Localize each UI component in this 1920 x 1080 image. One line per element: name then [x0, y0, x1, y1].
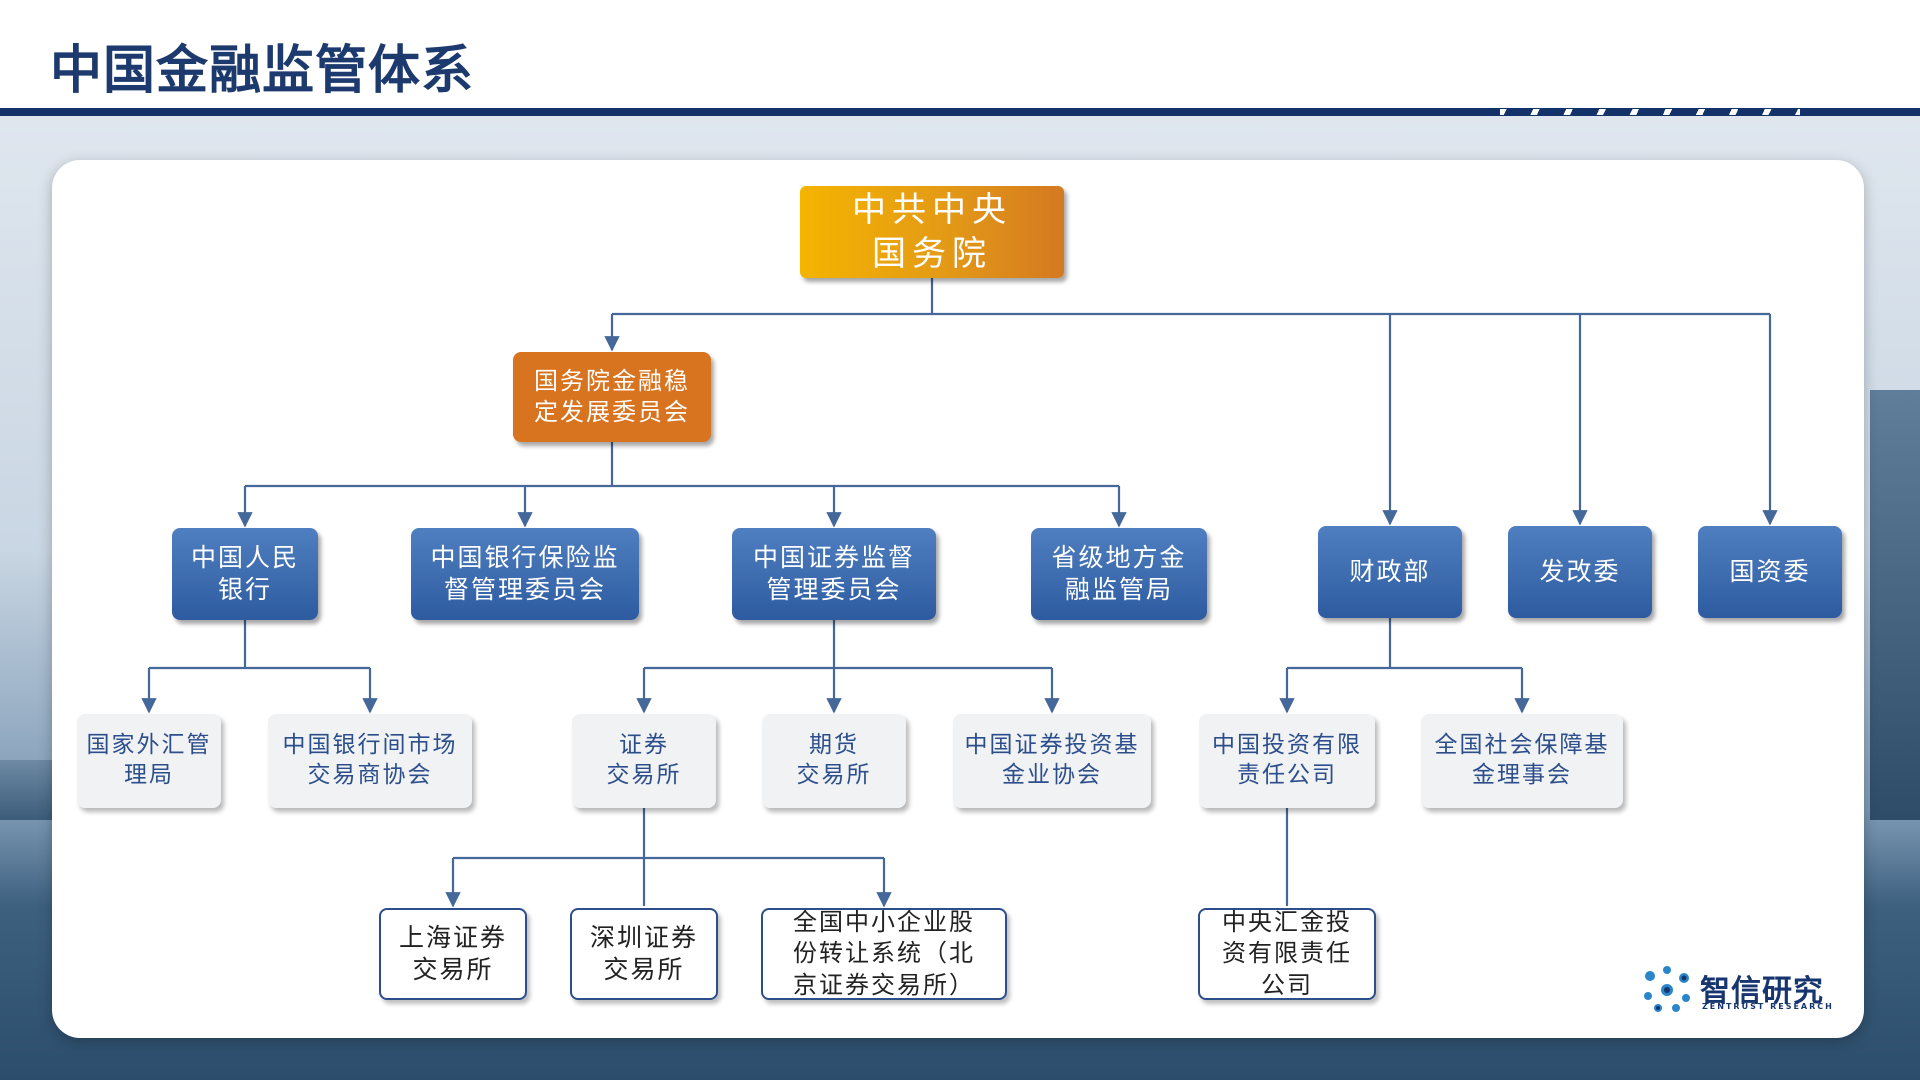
node-shenzhen-stock-exchange: 深圳证券 交易所 [570, 908, 718, 1000]
node-social-security-fund: 全国社会保障基 金理事会 [1421, 714, 1623, 808]
node-financial-stability-committee: 国务院金融稳 定发展委员会 [513, 352, 711, 442]
node-central-huijin: 中央汇金投 资有限责任 公司 [1198, 908, 1376, 1000]
logo-subtitle: ZENTRUST RESEARCH [1702, 1002, 1834, 1011]
logo-mark-icon [1644, 966, 1690, 1012]
node-securities-exchanges: 证券 交易所 [572, 714, 716, 808]
node-ndrc: 发改委 [1508, 526, 1652, 618]
node-cbirc: 中国银行保险监 督管理委员会 [411, 528, 639, 620]
node-nafmii: 中国银行间市场 交易商协会 [268, 714, 472, 808]
node-sasac: 国资委 [1698, 526, 1842, 618]
node-neeq-beijing-stock-exchange: 全国中小企业股 份转让系统（北 京证券交易所） [761, 908, 1007, 1000]
node-cic: 中国投资有限 责任公司 [1199, 714, 1375, 808]
node-csrc: 中国证券监督 管理委员会 [732, 528, 936, 620]
node-futures-exchanges: 期货 交易所 [762, 714, 906, 808]
node-central-committee-state-council: 中共中央 国务院 [800, 186, 1064, 278]
background-building [1870, 390, 1920, 820]
header-rule [0, 108, 1920, 116]
node-shanghai-stock-exchange: 上海证券 交易所 [379, 908, 527, 1000]
logo-name: 智信研究 [1700, 974, 1824, 1009]
node-amac: 中国证券投资基 金业协会 [953, 714, 1151, 808]
header: 中国金融监管体系 [0, 0, 1920, 110]
node-local-financial-bureau: 省级地方金 融监管局 [1031, 528, 1207, 620]
node-ministry-of-finance: 财政部 [1318, 526, 1462, 618]
node-pboc: 中国人民 银行 [172, 528, 318, 620]
node-safe: 国家外汇管 理局 [77, 714, 221, 808]
page-title: 中国金融监管体系 [50, 41, 475, 101]
background-building [0, 760, 60, 820]
logo: 智信研究 ZENTRUST RESEARCH [1640, 964, 1840, 1014]
header-stripes [1500, 109, 1800, 115]
